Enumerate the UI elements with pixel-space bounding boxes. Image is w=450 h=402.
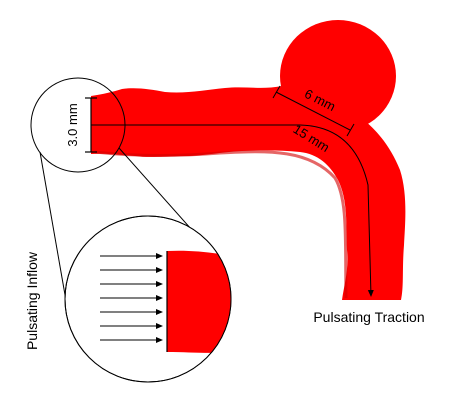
vessel-model (91, 20, 406, 300)
neck-tick-top (272, 85, 281, 99)
centerline-bend (299, 124, 374, 297)
inflow-label: Pulsating Inflow (24, 251, 40, 350)
outflow-label: Pulsating Traction (313, 309, 424, 325)
vessel-shading (94, 150, 348, 299)
zoomed-inlet (166, 250, 231, 353)
inflow-arrows (100, 253, 163, 343)
dimension-annotations (85, 85, 374, 297)
magnifier-source-circle (30, 77, 126, 173)
zoomed-vessel-end (167, 250, 231, 353)
neck-tick-bottom (346, 123, 355, 137)
magnifier-tangent-left (39, 151, 69, 313)
parent-artery (91, 76, 406, 300)
neck-dimension-line (275, 91, 351, 131)
magnifier-zoom-outline (64, 215, 232, 383)
diameter-label: 3.0 mm (65, 103, 80, 146)
